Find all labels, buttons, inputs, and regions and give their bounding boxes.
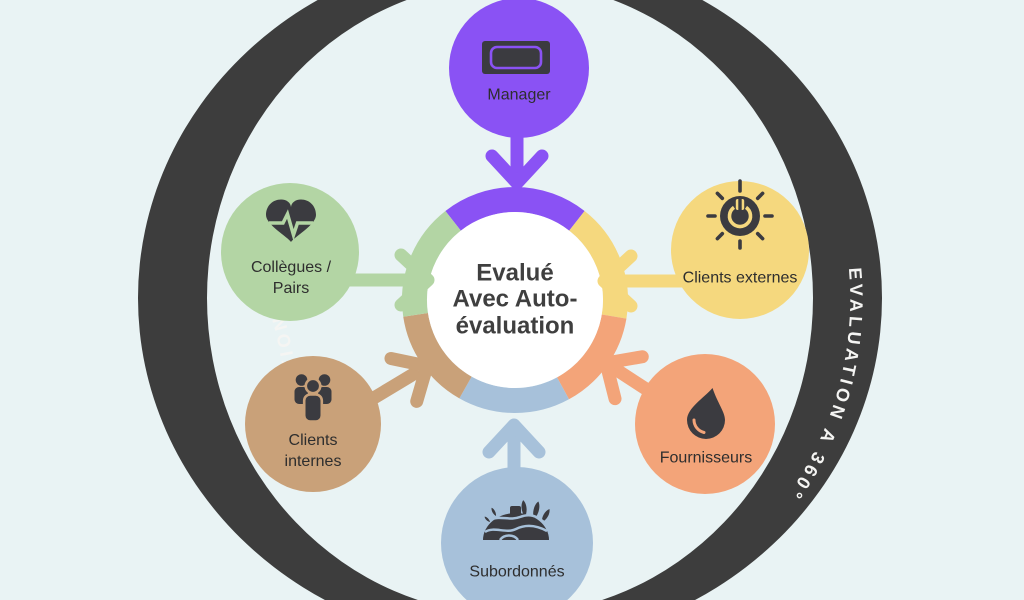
water-drop-icon — [687, 388, 725, 439]
heart-pulse-icon — [266, 199, 316, 242]
hub-circle — [427, 212, 603, 388]
hub-segment-clients-externes — [568, 210, 628, 319]
globe-plants-icon — [483, 500, 550, 541]
node-clients-externes — [671, 181, 809, 319]
power-sun-icon — [706, 179, 774, 250]
hub-segment-manager — [445, 186, 585, 231]
node-clients-internes — [245, 356, 381, 492]
hub-segment-clients-internes — [403, 312, 473, 399]
hub-segment-fournisseurs — [556, 314, 627, 400]
hub-segment-ring — [402, 186, 628, 413]
hub-segment-collegues — [402, 210, 462, 317]
screen-icon — [482, 41, 550, 74]
node-collegues-pairs — [221, 183, 359, 321]
hub-segment-subordonnes — [459, 376, 569, 413]
people-group-icon — [294, 374, 332, 423]
